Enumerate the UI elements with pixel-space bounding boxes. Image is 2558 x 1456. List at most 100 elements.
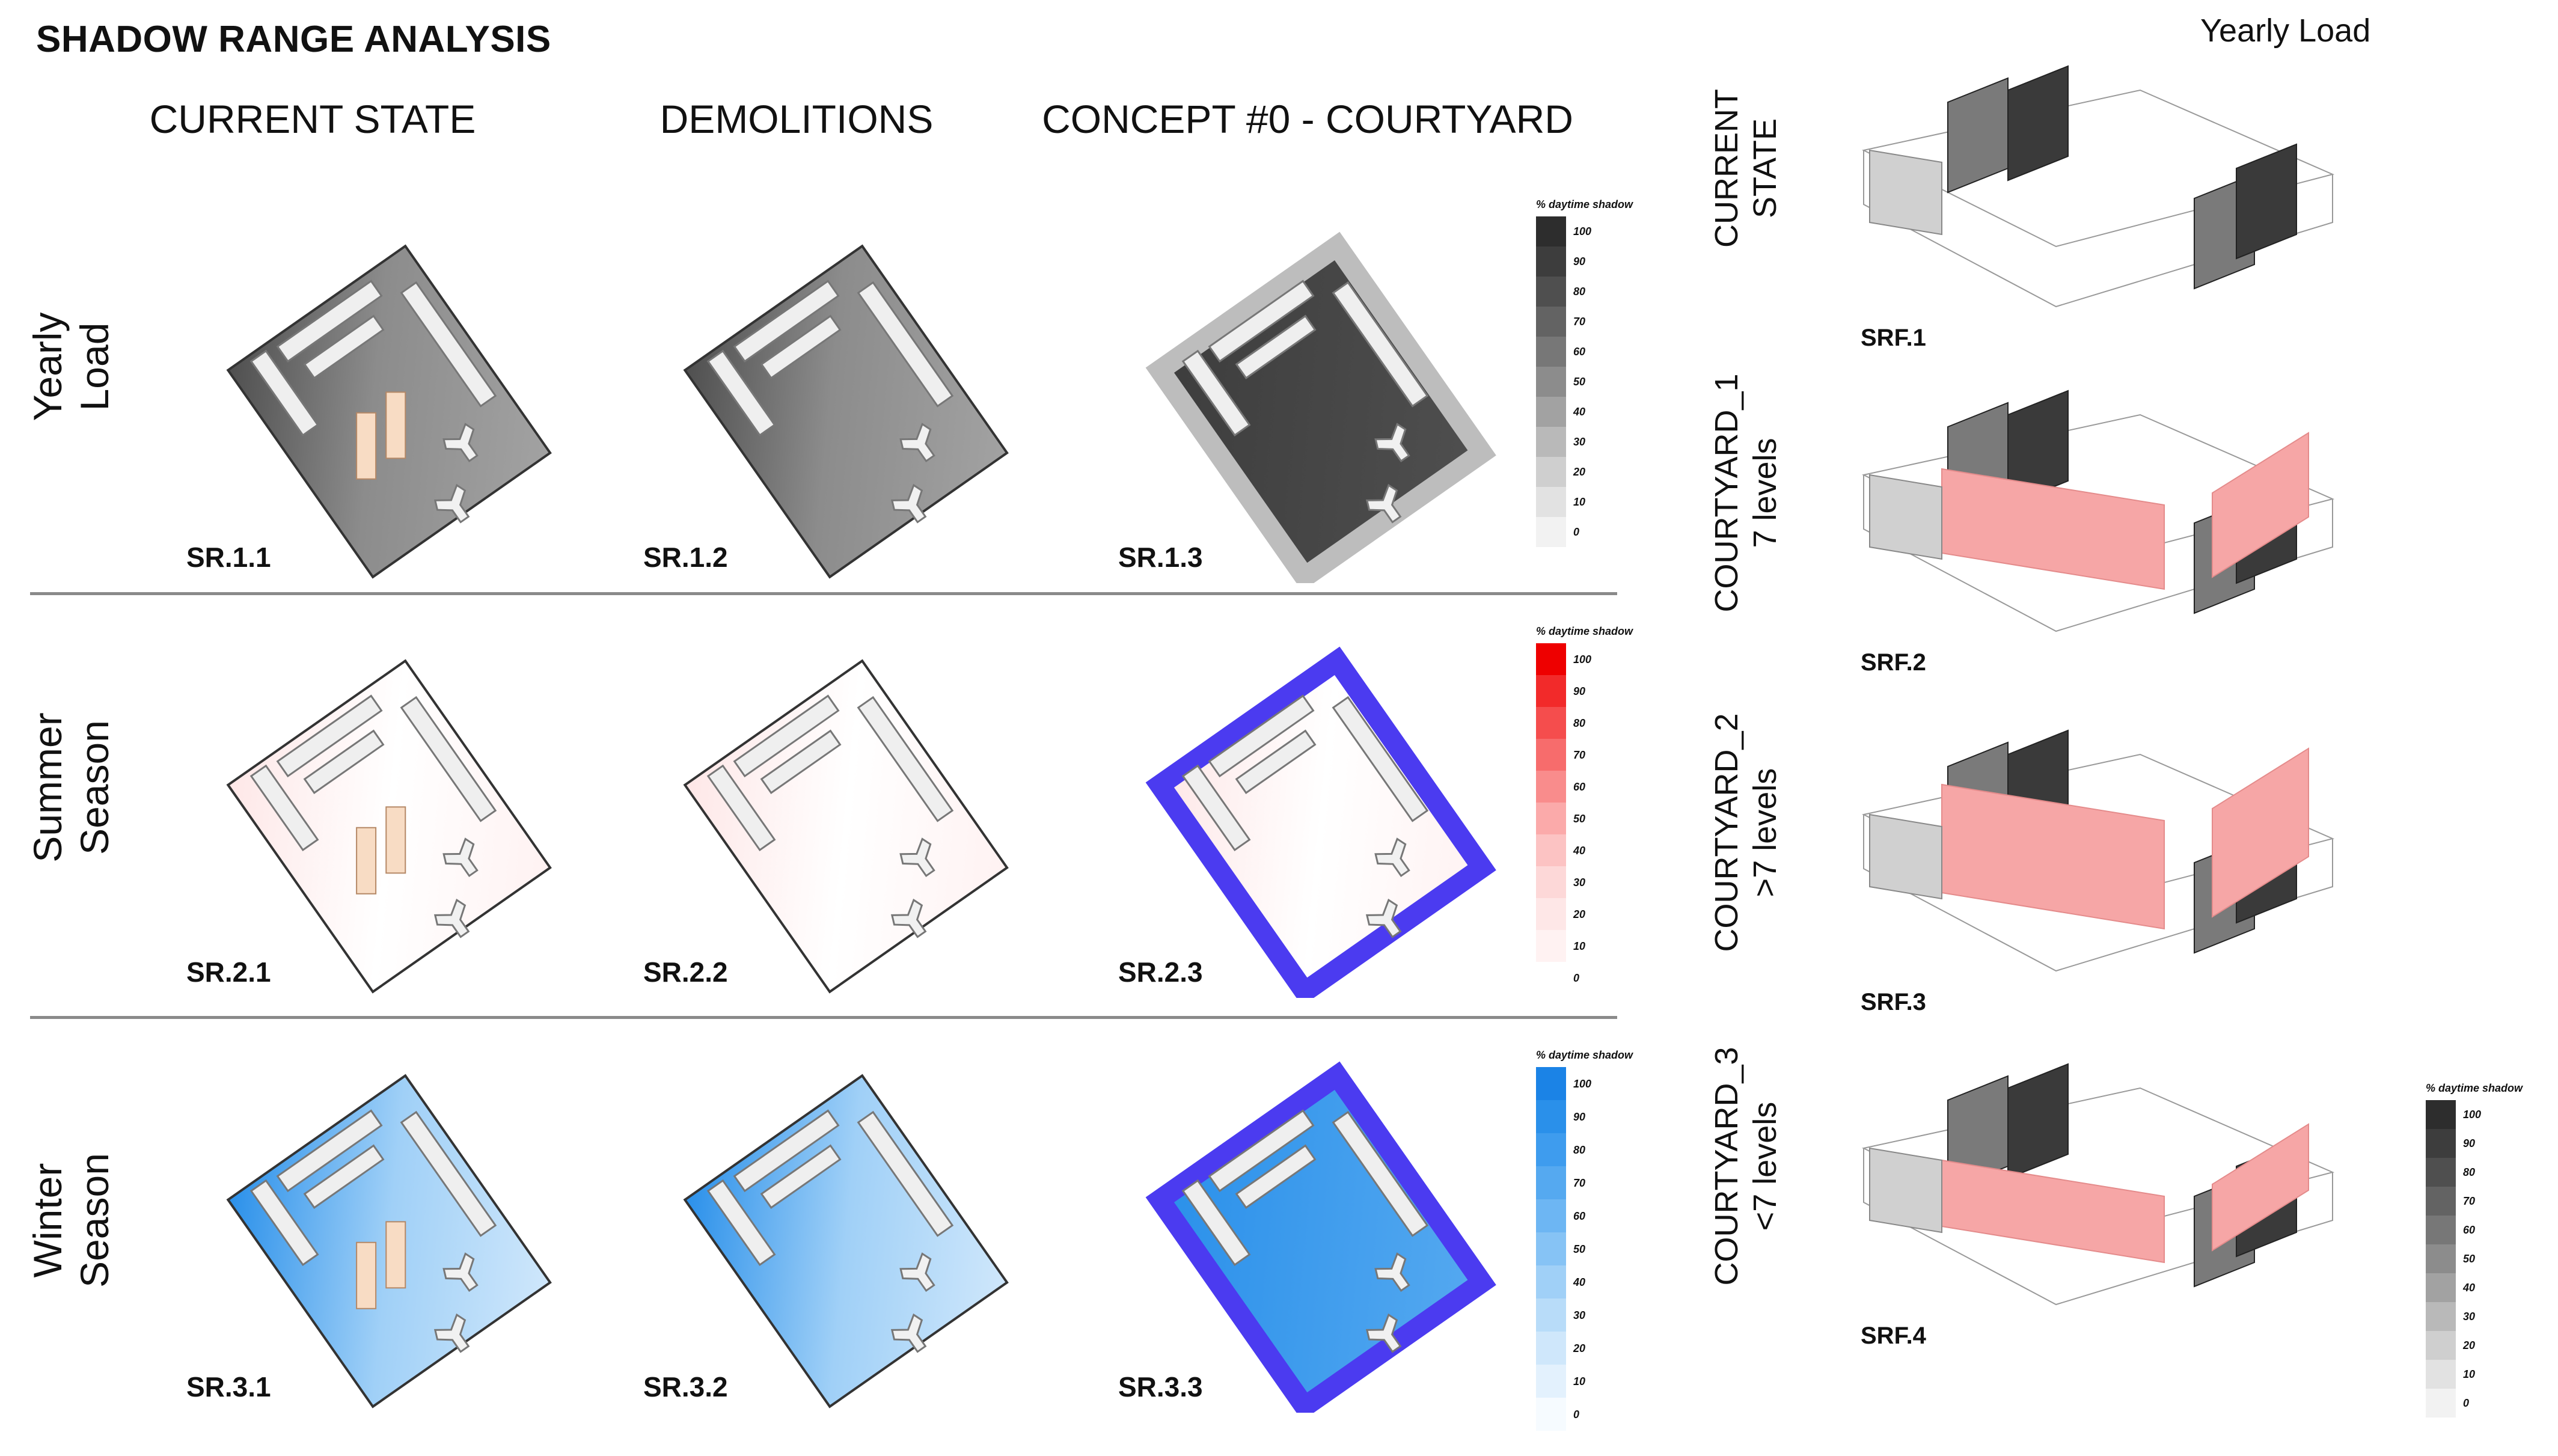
plan-label: SR.1.1 (186, 542, 271, 573)
legend-tick-label: 80 (2463, 1166, 2476, 1178)
legend-tick-label: 40 (2463, 1282, 2476, 1294)
row-header-summer-season: Summer Season (24, 661, 120, 914)
legend-swatch (2426, 1331, 2456, 1360)
y-tower (899, 1252, 935, 1292)
legend-tick-label: 0 (1573, 526, 1580, 538)
existing-building (303, 1144, 385, 1209)
massing-model-srf-3 (1862, 729, 2335, 972)
plan-label: SR.3.1 (186, 1371, 271, 1402)
legend-swatch (1536, 1067, 1566, 1100)
y-tower (899, 837, 935, 878)
legend-tick-label: 60 (1573, 1210, 1586, 1222)
legend-title: % daytime shadow (2426, 1082, 2523, 1094)
proposed-courtyard-block (1941, 1159, 2165, 1264)
row-header-line: Yearly (25, 312, 70, 421)
row-header-line: Summer (25, 712, 70, 863)
y-tower (890, 898, 927, 938)
existing-building (400, 281, 497, 408)
legend-tick-label: 90 (1573, 1110, 1586, 1123)
scenario-label-line: >7 levels (1747, 768, 1783, 898)
y-tower (442, 1252, 479, 1292)
proposed-courtyard-block (2212, 747, 2309, 918)
y-tower (433, 1313, 470, 1353)
scenario-label-line: <7 levels (1747, 1101, 1783, 1231)
shadow-plan-sr-2-3 (1145, 646, 1496, 998)
legend-swatch (1536, 1398, 1566, 1431)
row-header-yearly-load: Yearly Load (24, 240, 120, 493)
legend-swatch (1536, 739, 1566, 771)
shadow-plan-sr-2-2 (683, 659, 1009, 994)
plan-label: SR.1.3 (1118, 542, 1203, 573)
plan-label: SR.2.2 (643, 956, 728, 988)
existing-building (733, 1109, 840, 1193)
legend-swatch (2426, 1129, 2456, 1158)
legend-swatch (1536, 803, 1566, 834)
legend-tick-label: 30 (1573, 436, 1586, 448)
shadow-plan-sr-3-2 (683, 1074, 1009, 1409)
existing-building (1235, 314, 1317, 379)
y-tower (1374, 1252, 1410, 1292)
scenario-label-line: COURTYARD_3 (1709, 1047, 1745, 1286)
existing-building (760, 314, 842, 379)
legend-tick-label: 40 (1573, 1276, 1586, 1288)
legend-tick-label: 40 (1573, 844, 1586, 857)
scenario-id-label: SRF.1 (1861, 325, 1926, 351)
existing-building (1332, 696, 1429, 822)
column-header-current-state: CURRENT STATE (149, 97, 476, 141)
site-footprint (683, 1074, 1009, 1409)
legend-tick-label: 80 (1573, 717, 1586, 729)
legend-swatch (2426, 1100, 2456, 1129)
shadow-plan-sr-3-3 (1145, 1061, 1496, 1413)
right-panel-title: Yearly Load (2200, 13, 2371, 49)
site-outline (1863, 1148, 2333, 1306)
site-outline (1863, 475, 2333, 632)
legend-tick-label: 50 (1573, 376, 1586, 388)
page-title: SHADOW RANGE ANALYSIS (36, 19, 551, 60)
legend-title: % daytime shadow (1536, 198, 1633, 210)
existing-building (1235, 729, 1317, 794)
existing-building (760, 729, 842, 794)
legend-swatch (1536, 1265, 1566, 1298)
existing-building (706, 764, 776, 852)
legend-tick-label: 80 (1573, 286, 1586, 298)
row-header-line: Winter (25, 1163, 70, 1278)
legend-tick-label: 0 (1573, 1408, 1580, 1421)
legend-swatch (1536, 771, 1566, 803)
y-tower (442, 837, 479, 878)
existing-building (276, 1109, 383, 1193)
legend-swatch (1536, 707, 1566, 739)
plan-label: SR.2.1 (186, 956, 271, 988)
existing-slab-building (2007, 1063, 2069, 1179)
existing-building (1181, 1179, 1251, 1267)
existing-building (249, 1179, 319, 1267)
legend-swatch (1536, 1199, 1566, 1232)
legend-tick-label: 100 (2463, 1109, 2482, 1121)
legend-swatch (1536, 487, 1566, 517)
legend-tick-label: 10 (1573, 1375, 1586, 1387)
existing-building (733, 694, 840, 778)
existing-building (733, 280, 840, 363)
column-header-concept-courtyard: CONCEPT #0 - COURTYARD (1042, 97, 1573, 141)
legend-swatch (1536, 675, 1566, 707)
existing-low-building (1869, 149, 1942, 236)
massing-model-srf-1 (1862, 65, 2335, 308)
legend-swatch (1536, 1365, 1566, 1398)
existing-low-block (356, 412, 377, 480)
plan-label: SR.3.2 (643, 1371, 728, 1402)
existing-building (400, 696, 497, 822)
existing-building (857, 696, 954, 822)
row-header-line: Season (72, 720, 117, 855)
legend-swatch (1536, 216, 1566, 246)
y-tower (899, 423, 935, 463)
legend-tick-label: 30 (1573, 876, 1586, 889)
legend-tick-label: 20 (1573, 466, 1586, 478)
existing-building (249, 764, 319, 852)
y-tower (1365, 1313, 1402, 1353)
site-footprint (1158, 1074, 1484, 1409)
scenario-id-label: SRF.2 (1861, 649, 1926, 676)
y-tower (1374, 837, 1410, 878)
existing-slab-building (2007, 65, 2069, 182)
plan-label: SR.3.3 (1118, 1371, 1203, 1402)
legend-swatch (1536, 866, 1566, 898)
scenario-label-line: COURTYARD_1 (1709, 373, 1745, 613)
